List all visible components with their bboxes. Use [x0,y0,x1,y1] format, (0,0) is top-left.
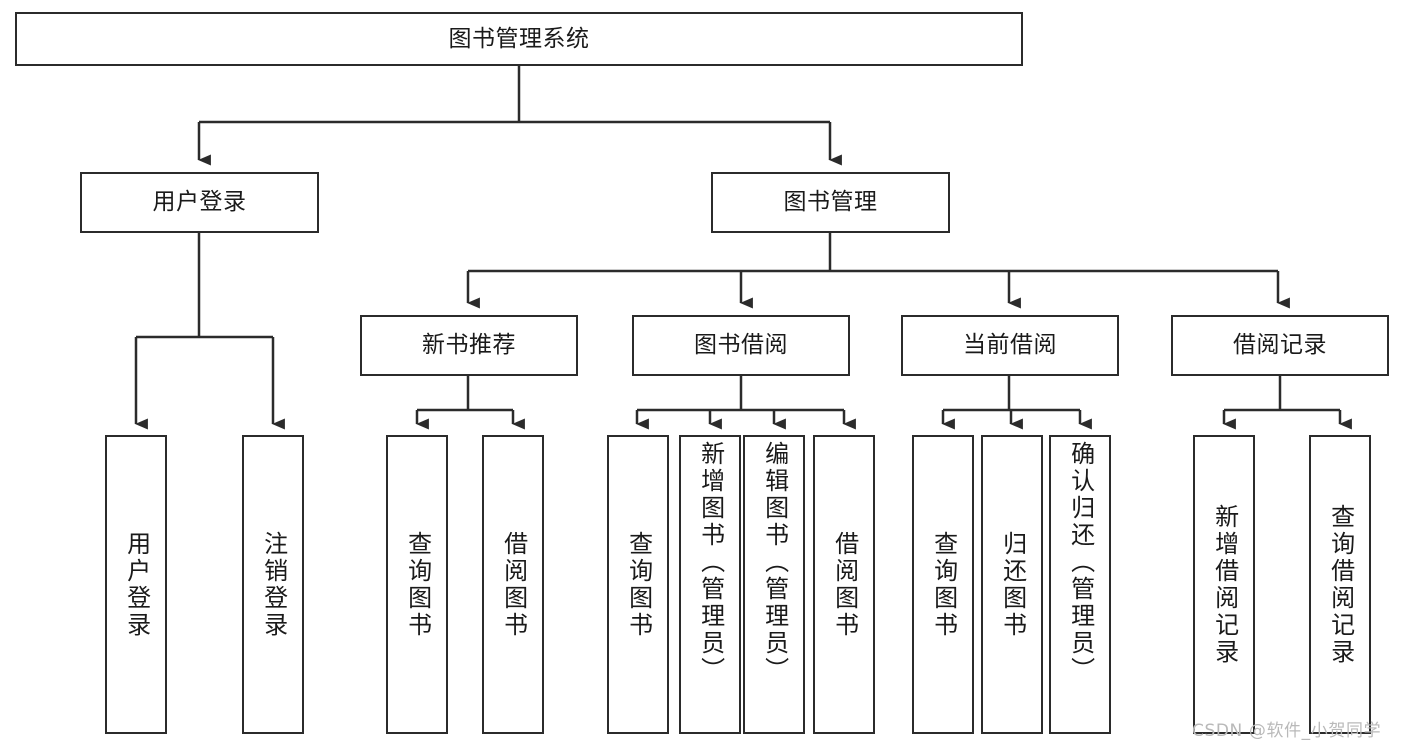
node-leaf-records-query[interactable]: 查询借阅记录 [1309,435,1371,734]
node-leaf-records-query-label: 查询借阅记录 [1326,503,1355,666]
node-leaf-borrow-edit[interactable]: 编辑图书（管理员） [743,435,805,734]
node-leaf-records-add[interactable]: 新增借阅记录 [1193,435,1255,734]
node-new-book-recommend[interactable]: 新书推荐 [360,315,578,376]
node-book-borrow[interactable]: 图书借阅 [632,315,850,376]
node-book-borrow-label: 图书借阅 [694,332,788,359]
node-new-book-recommend-label: 新书推荐 [422,332,516,359]
node-leaf-user-logout-label: 注销登录 [259,530,288,639]
node-leaf-borrow-edit-label: 编辑图书（管理员） [760,441,789,684]
node-leaf-newbook-borrow[interactable]: 借阅图书 [482,435,544,734]
node-leaf-newbook-query[interactable]: 查询图书 [386,435,448,734]
node-leaf-user-login[interactable]: 用户登录 [105,435,167,734]
node-leaf-current-query[interactable]: 查询图书 [912,435,974,734]
node-leaf-user-login-label: 用户登录 [122,530,151,639]
node-leaf-current-confirm-label: 确认归还（管理员） [1066,441,1095,684]
node-leaf-borrow-add-label: 新增图书（管理员） [696,441,725,684]
node-borrow-records-label: 借阅记录 [1233,332,1327,359]
node-leaf-records-add-label: 新增借阅记录 [1210,503,1239,666]
node-leaf-current-query-label: 查询图书 [929,530,958,639]
node-leaf-borrow-add[interactable]: 新增图书（管理员） [679,435,741,734]
csdn-watermark: CSDN @软件_小贺同学 [1192,721,1382,741]
node-leaf-borrow-query-label: 查询图书 [624,530,653,639]
node-leaf-current-return-label: 归还图书 [998,530,1027,639]
node-leaf-current-return[interactable]: 归还图书 [981,435,1043,734]
node-leaf-user-logout[interactable]: 注销登录 [242,435,304,734]
node-book-management[interactable]: 图书管理 [711,172,950,233]
node-leaf-borrow-query[interactable]: 查询图书 [607,435,669,734]
node-leaf-current-confirm[interactable]: 确认归还（管理员） [1049,435,1111,734]
node-root[interactable]: 图书管理系统 [15,12,1023,66]
node-leaf-newbook-borrow-label: 借阅图书 [499,530,528,639]
node-leaf-newbook-query-label: 查询图书 [403,530,432,639]
node-borrow-records[interactable]: 借阅记录 [1171,315,1389,376]
node-leaf-borrow-lend-label: 借阅图书 [830,530,859,639]
node-current-borrow-label: 当前借阅 [963,332,1057,359]
node-root-label: 图书管理系统 [448,25,590,52]
node-book-management-label: 图书管理 [783,189,878,216]
node-current-borrow[interactable]: 当前借阅 [901,315,1119,376]
node-user-login[interactable]: 用户登录 [80,172,319,233]
node-user-login-label: 用户登录 [152,189,247,216]
node-leaf-borrow-lend[interactable]: 借阅图书 [813,435,875,734]
